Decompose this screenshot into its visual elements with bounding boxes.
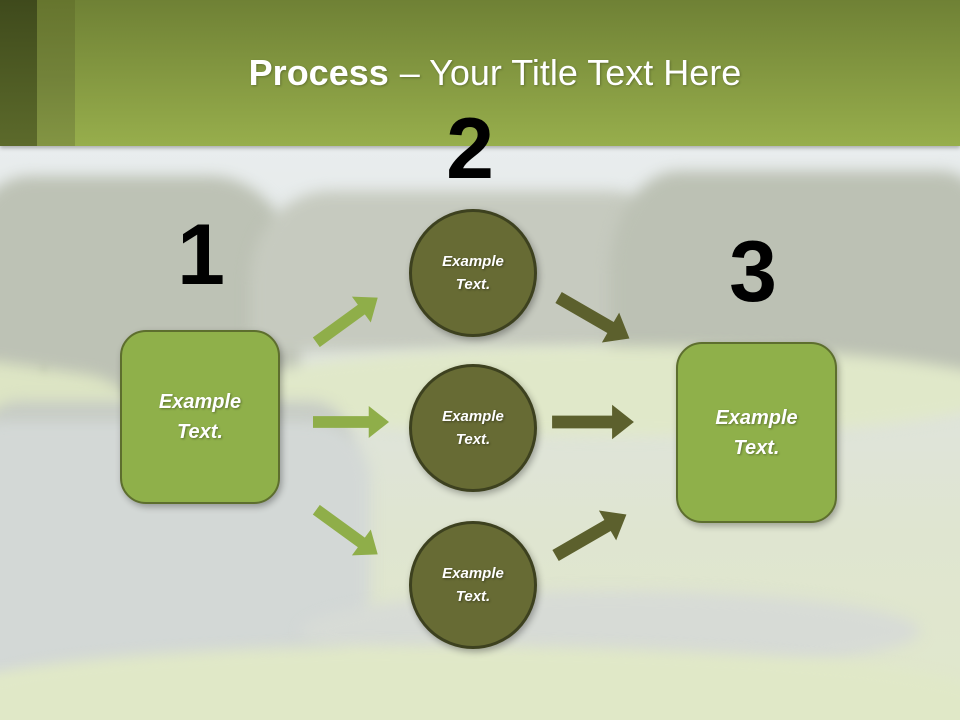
circle-label-line2: Text. [455, 276, 491, 293]
slide-title[interactable]: Process– Your Title Text Here [30, 48, 960, 98]
step3-box[interactable]: Example Text. [676, 342, 837, 523]
step3-box-label-line2: Text. [733, 436, 780, 459]
arrow-circle-middle-to-box3[interactable] [547, 402, 639, 442]
step1-box[interactable]: Example Text. [120, 330, 280, 504]
title-bold-text: Process [248, 52, 389, 93]
circle-label-line2: Text. [455, 588, 491, 605]
header-stripe-light [37, 0, 75, 146]
circle-label-line2: Text. [455, 431, 491, 448]
step2-circle-top[interactable]: Example Text. [409, 209, 537, 337]
circle-label-line1: Example [442, 565, 504, 582]
arrow-circle-bottom-to-box3[interactable] [541, 495, 641, 576]
circle-label-line1: Example [442, 253, 504, 270]
step1-box-label-line2: Text. [177, 421, 223, 443]
step-number-3[interactable]: 3 [729, 224, 777, 320]
circle-label-line1: Example [442, 408, 504, 425]
step-number-2[interactable]: 2 [446, 101, 494, 197]
arrow-box1-to-circle-top[interactable] [305, 282, 389, 357]
step2-circle-middle[interactable]: Example Text. [409, 364, 537, 492]
arrow-circle-top-to-box3[interactable] [544, 278, 644, 359]
step-number-1[interactable]: 1 [177, 207, 225, 303]
step3-box-label-line1: Example [715, 406, 798, 429]
header-stripe-dark [0, 0, 37, 146]
header-band [0, 0, 960, 146]
arrow-box1-to-circle-middle[interactable] [313, 403, 389, 441]
title-regular-text: – Your Title Text Here [399, 52, 742, 93]
step2-circle-bottom[interactable]: Example Text. [409, 521, 537, 649]
step1-box-label-line1: Example [158, 391, 242, 413]
photo-grass-bottom [0, 646, 960, 720]
arrow-box1-to-circle-bottom[interactable] [305, 494, 389, 569]
